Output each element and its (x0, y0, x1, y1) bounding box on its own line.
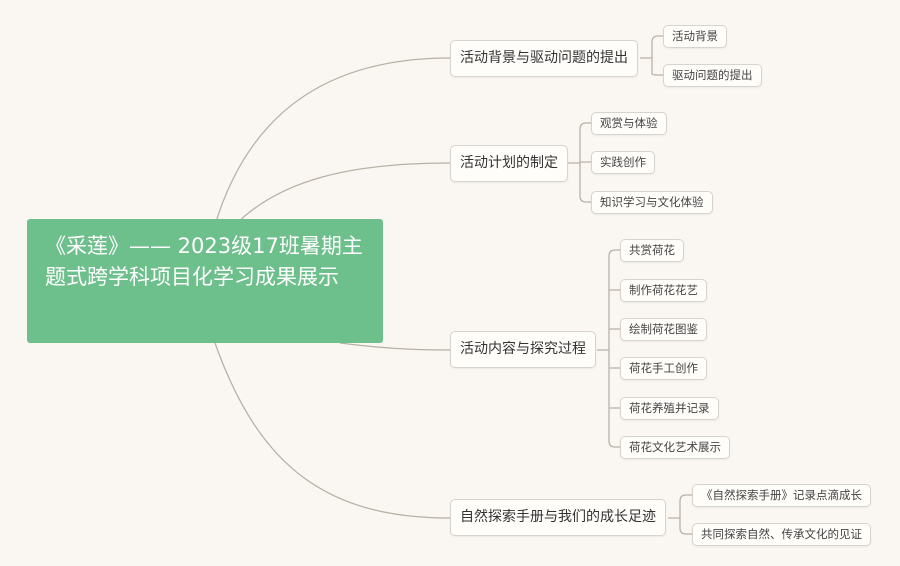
topic-node[interactable]: 荷花文化艺术展示 (620, 436, 730, 459)
topic-node[interactable]: 《自然探索手册》记录点滴成长 (692, 484, 871, 507)
topic-node[interactable]: 绘制荷花图鉴 (620, 318, 707, 341)
branch-plan[interactable]: 活动计划的制定 (450, 145, 568, 182)
root-title: 《采莲》—— 2023级17班暑期主题式跨学科项目化学习成果展示 (45, 234, 363, 289)
branch-background[interactable]: 活动背景与驱动问题的提出 (450, 40, 638, 77)
topic-node[interactable]: 观赏与体验 (591, 112, 667, 135)
topic-node[interactable]: 实践创作 (591, 151, 655, 174)
branch-process[interactable]: 活动内容与探究过程 (450, 331, 596, 368)
topic-node[interactable]: 共赏荷花 (620, 239, 684, 262)
topic-node[interactable]: 荷花养殖并记录 (620, 397, 719, 420)
topic-node[interactable]: 驱动问题的提出 (663, 64, 762, 87)
topic-node[interactable]: 活动背景 (663, 25, 727, 48)
topic-node[interactable]: 知识学习与文化体验 (591, 191, 713, 214)
root-node[interactable]: 《采莲》—— 2023级17班暑期主题式跨学科项目化学习成果展示 (27, 219, 383, 343)
topic-node[interactable]: 制作荷花花艺 (620, 279, 707, 302)
topic-node[interactable]: 荷花手工创作 (620, 357, 707, 380)
topic-node[interactable]: 共同探索自然、传承文化的见证 (692, 523, 871, 546)
branch-handbook[interactable]: 自然探索手册与我们的成长足迹 (450, 499, 666, 536)
